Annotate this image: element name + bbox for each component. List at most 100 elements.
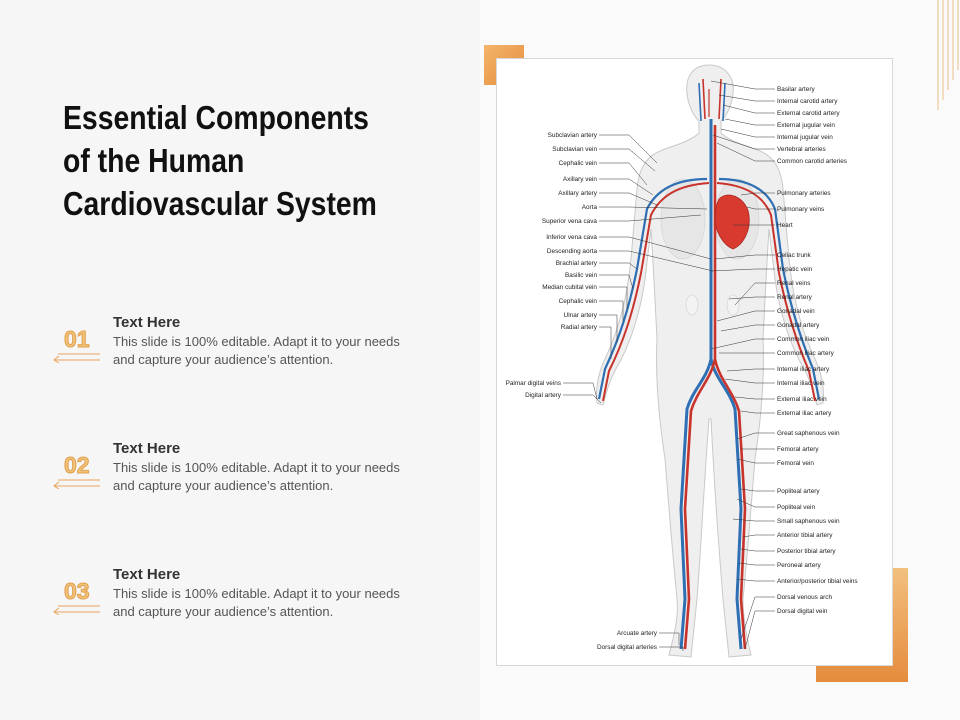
leader-line <box>599 274 634 290</box>
leader-line <box>712 134 775 150</box>
item-heading: Text Here <box>113 314 181 331</box>
diagram-label-left: Aorta <box>582 204 598 211</box>
leader-line <box>599 326 612 359</box>
diagram-label-left: Arcuate artery <box>617 630 658 637</box>
leader-line <box>659 646 684 651</box>
diagram-label-right: Vertebral arteries <box>777 146 826 153</box>
leader-line <box>599 250 714 272</box>
title-line-1: Essential Components <box>63 99 369 136</box>
diagram-label-left: Subclavian vein <box>552 146 597 153</box>
leader-line <box>734 282 775 306</box>
diagram-label-right: Peroneal artery <box>777 562 821 569</box>
diagram-label-right: External carotid artery <box>777 110 840 117</box>
item-body-line: and capture your audience’s attention. <box>113 352 334 367</box>
diagram-label-right: Internal carotid artery <box>777 98 838 105</box>
diagram-label-left: Descending aorta <box>547 248 598 255</box>
leader-line <box>599 162 648 186</box>
list-item: 03 Text Here This slide is 100% editable… <box>52 566 452 656</box>
diagram-label-right: Popliteal artery <box>777 488 820 495</box>
leader-line <box>563 382 598 400</box>
diagram-label-right: Anterior/posterior tibial veins <box>777 578 858 585</box>
diagram-label-right: Hepatic vein <box>777 266 813 273</box>
diagram-label-right: Pulmonary veins <box>777 206 824 213</box>
leader-line <box>736 458 775 464</box>
diagram-label-right: Gonadal artery <box>777 322 820 329</box>
diagram-label-right: Pulmonary arteries <box>777 190 831 197</box>
leader-line <box>740 548 775 552</box>
item-body-line: and capture your audience’s attention. <box>113 478 334 493</box>
leader-line <box>599 214 702 222</box>
diagram-label-left: Dorsal digital arteries <box>597 644 657 651</box>
item-body: This slide is 100% editable. Adapt it to… <box>113 333 453 369</box>
list-item: 02 Text Here This slide is 100% editable… <box>52 440 452 530</box>
diagram-label-left: Ulnar artery <box>564 312 598 319</box>
leader-line <box>716 310 775 322</box>
leader-line <box>599 148 656 172</box>
leader-line <box>726 368 775 372</box>
arrow-left-icon <box>53 605 100 615</box>
leader-line <box>742 534 775 538</box>
diagram-label-right: Renal veins <box>777 280 810 287</box>
leader-line <box>599 134 658 164</box>
leader-line <box>734 396 775 400</box>
item-body-line: This slide is 100% editable. Adapt it to… <box>113 586 400 601</box>
diagram-label-left: Digital artery <box>525 392 562 399</box>
diagram-label-right: Gonadal vein <box>777 308 815 315</box>
leader-line <box>740 488 775 492</box>
diagram-label-right: Common iliac vein <box>777 336 830 343</box>
leader-line <box>724 118 775 126</box>
diagram-label-right: Dorsal venous arch <box>777 594 833 601</box>
leader-line <box>659 632 680 645</box>
leader-line <box>599 300 624 321</box>
leader-line <box>720 128 775 138</box>
leader-line <box>740 410 775 414</box>
arrow-left-icon <box>53 479 100 489</box>
diagram-label-left: Cephalic vein <box>559 298 598 305</box>
diagram-label-right: Dorsal digital vein <box>777 608 828 615</box>
blood-vessels <box>597 78 821 650</box>
diagram-label-right: Renal artery <box>777 294 813 301</box>
leader-line <box>599 262 638 270</box>
leader-line <box>714 254 775 260</box>
leader-line <box>599 192 658 206</box>
leader-line <box>724 378 775 384</box>
diagram-label-right: Popliteal vein <box>777 504 815 511</box>
diagram-label-left: Cephalic vein <box>559 160 598 167</box>
leader-line <box>718 94 775 102</box>
left-leader-lines <box>563 134 714 651</box>
item-body-line: This slide is 100% editable. Adapt it to… <box>113 460 400 475</box>
diagram-label-left: Subclavian artery <box>548 132 598 139</box>
diagram-label-right: Internal iliac vein <box>777 380 825 387</box>
leader-line <box>710 338 775 350</box>
list-item: 01 Text Here This slide is 100% editable… <box>52 314 452 404</box>
arrow-left-icon <box>53 353 100 363</box>
diagram-label-right: Posterior tibial artery <box>777 548 836 555</box>
leader-line <box>563 394 602 404</box>
leader-line <box>720 324 775 332</box>
leader-line <box>738 562 775 566</box>
leader-line <box>710 80 775 90</box>
diagram-label-right: Heart <box>777 222 793 229</box>
diagram-label-right: Great saphenous vein <box>777 430 840 437</box>
item-number: 02 <box>64 452 91 479</box>
diagram-label-right: Basilar artery <box>777 86 815 93</box>
diagram-label-left: Brachial artery <box>556 260 598 267</box>
item-heading: Text Here <box>113 440 181 457</box>
diagram-label-left: Radial artery <box>561 324 598 331</box>
item-number: 03 <box>64 578 91 605</box>
title-line-2: of the Human <box>63 142 245 179</box>
diagram-label-left: Inferior vena cava <box>546 234 597 241</box>
diagram-label-right: External iliac artery <box>777 410 832 417</box>
diagram-label-right: Celiac trunk <box>777 252 812 259</box>
leader-line <box>599 178 654 196</box>
leader-line <box>736 432 775 440</box>
leader-line <box>728 296 775 300</box>
title-line-3: Cardiovascular System <box>63 185 377 222</box>
item-body-line: and capture your audience’s attention. <box>113 604 334 619</box>
diagram-label-right: External iliac vein <box>777 396 827 403</box>
page-title: Essential Components of the Human Cardio… <box>63 96 416 225</box>
